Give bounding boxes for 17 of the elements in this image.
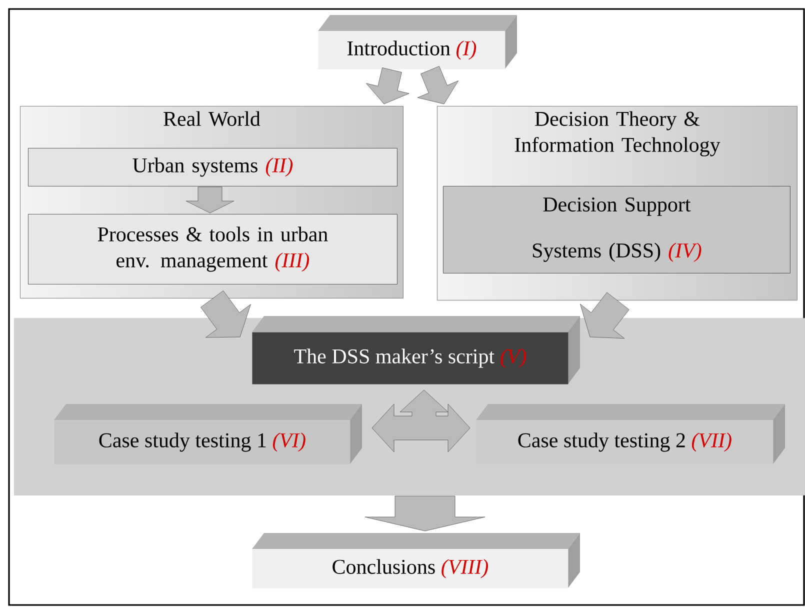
process-box: Urban systems (II) (28, 148, 398, 186)
arrow (366, 68, 410, 104)
arrow (364, 496, 486, 532)
three-way-arrow (372, 390, 470, 452)
arrow (200, 290, 251, 338)
process-box: Processes & tools in urban env. management (III) (28, 214, 398, 284)
block: Case study testing 2 (VII) (476, 404, 785, 464)
arrow (186, 186, 234, 214)
block: Case study testing 1 (VI) (54, 404, 362, 464)
process-box: Decision Support Systems (DSS) (IV) (443, 186, 790, 274)
node-label: (VII) (692, 432, 732, 452)
block: Conclusions (VIII) (252, 533, 580, 588)
block: The DSS maker’s script (V) (252, 316, 580, 384)
block: Introduction (I) (318, 15, 517, 70)
node-label: Case study testing 2 (518, 432, 685, 452)
arrow (417, 66, 458, 104)
arrow (580, 292, 630, 339)
